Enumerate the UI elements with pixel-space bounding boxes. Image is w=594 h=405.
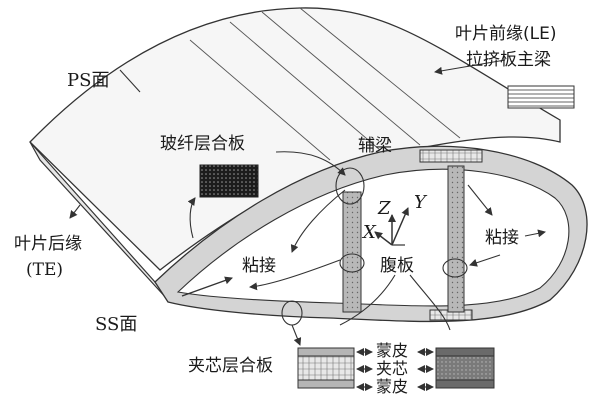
arrow-le-beam	[434, 59, 506, 75]
spar-cap-top	[419, 149, 483, 163]
arrow-te	[69, 204, 81, 219]
bond-circle-left	[339, 253, 365, 273]
core-label: 夹芯	[376, 359, 409, 378]
arrow-bond-left	[249, 259, 341, 291]
coordinate-axes	[374, 207, 409, 246]
aux-spar-label: 辅梁	[358, 136, 392, 156]
sandwich-swatch-left	[297, 347, 355, 389]
web-label: 腹板	[380, 256, 414, 276]
arrow-web-b	[409, 274, 451, 331]
glass-laminate-label: 玻纤层合板	[160, 134, 245, 154]
arrow-aux	[290, 189, 346, 253]
surface-lines	[189, 7, 461, 161]
arrow-glass	[275, 151, 346, 176]
arrow-web-a	[339, 274, 396, 326]
arrow-glass-down	[187, 197, 196, 239]
sandwich-laminate-label: 夹芯层合板	[188, 356, 273, 376]
ss-face-label: SS面	[95, 314, 138, 335]
sandwich-swatch-right	[435, 347, 495, 389]
axis-y-label: Y	[414, 192, 426, 213]
arrow-bond-right-c	[524, 229, 546, 238]
glass-laminate-swatch	[199, 164, 259, 198]
arrow-sandwich	[291, 324, 302, 346]
leading-edge-label: 叶片前缘(LE)	[455, 24, 557, 44]
bond-label-right: 粘接	[485, 228, 519, 248]
shear-web-right	[447, 165, 465, 313]
axis-z-label: Z	[378, 198, 391, 219]
te-inner-arrow	[181, 276, 233, 297]
bond-label-left: 粘接	[242, 256, 276, 276]
arrow-bond-right-b	[469, 254, 501, 267]
trailing-edge-label: 叶片后缘	[14, 234, 82, 254]
pultruded-spar-label: 拉挤板主梁	[466, 50, 551, 70]
le-beam-swatch	[507, 85, 575, 109]
trailing-edge-abbr-label: (TE)	[26, 260, 64, 280]
arrow-bond-right-a	[467, 184, 493, 216]
axis-x-label: X	[363, 222, 376, 243]
aux-spar-circle	[335, 167, 365, 205]
skin-bottom-label: 蒙皮	[376, 377, 409, 396]
ps-face-label: PS面	[67, 70, 110, 91]
shear-web-left	[342, 191, 362, 313]
skin-top-label: 蒙皮	[376, 341, 409, 360]
bond-circle-right	[442, 258, 468, 278]
arrow-ps	[119, 69, 141, 93]
